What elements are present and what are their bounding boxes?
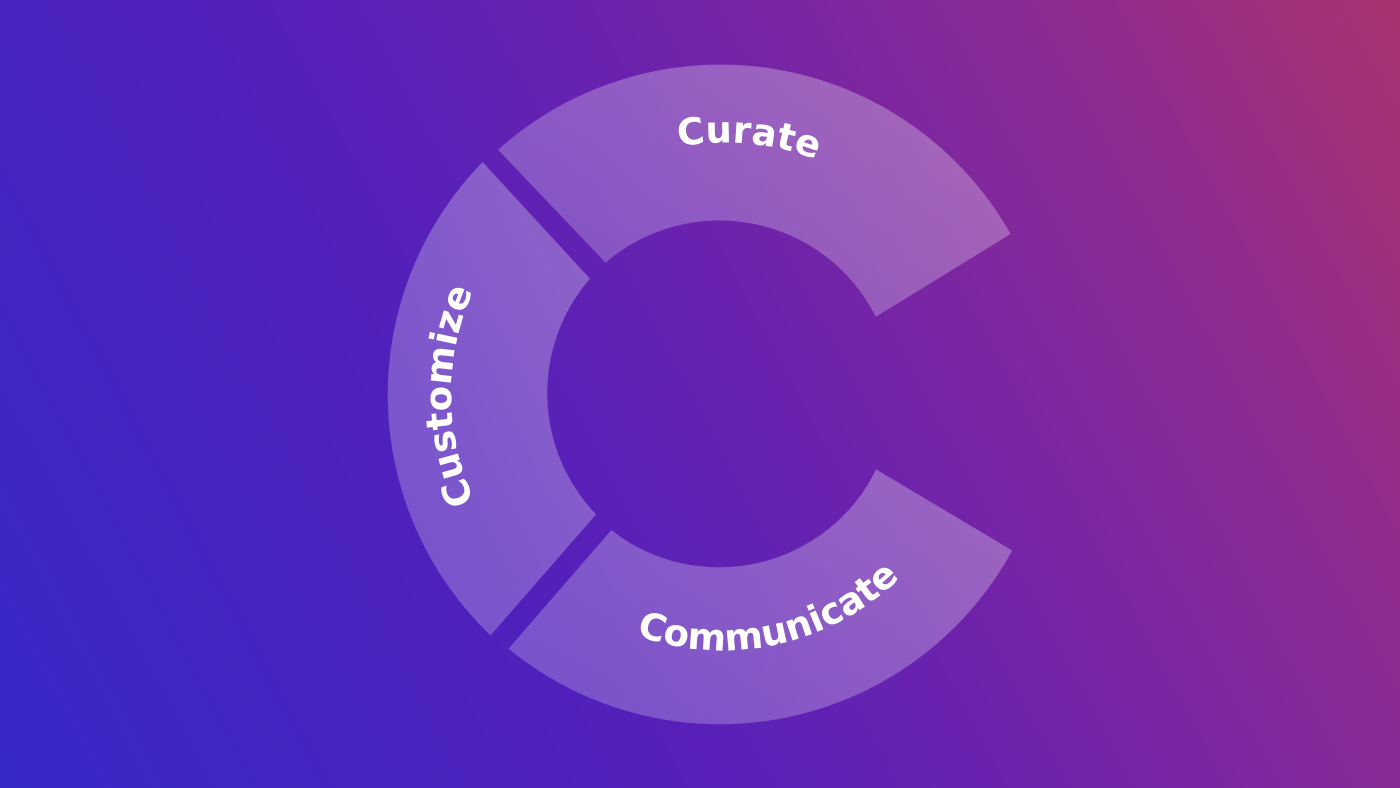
segment-customize bbox=[387, 162, 597, 636]
segment-curate bbox=[498, 64, 1011, 317]
segment-communicate bbox=[508, 469, 1013, 725]
